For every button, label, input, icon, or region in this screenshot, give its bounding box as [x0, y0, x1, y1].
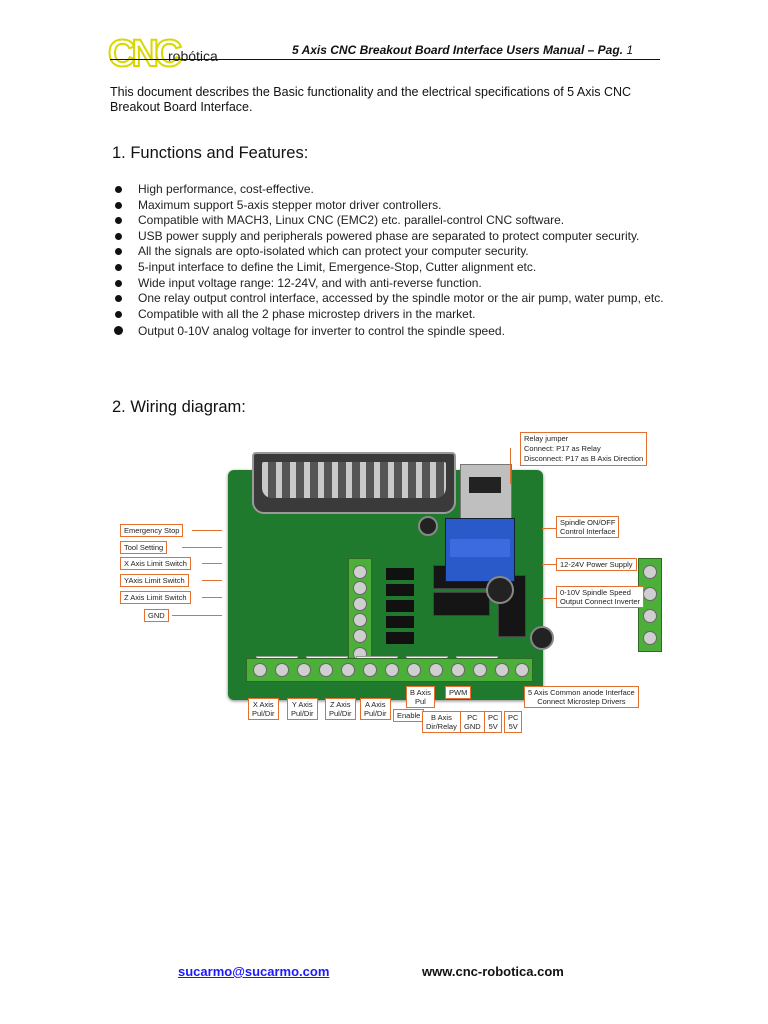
feature-item: Maximum support 5-axis stepper motor dri…	[112, 198, 672, 214]
usb-port	[460, 464, 512, 522]
label-line: 5V	[488, 722, 498, 731]
label-pc-gnd: PC GND	[460, 711, 485, 733]
logo-subtext: robótica	[168, 48, 218, 64]
label-line: Connect Microstep Drivers	[537, 697, 626, 706]
label-y-limit: YAxis Limit Switch	[120, 574, 189, 587]
label-enable: Enable	[393, 709, 425, 722]
capacitor	[486, 576, 514, 604]
label-y-axis: Y Axis Pul/Dir	[287, 698, 318, 720]
label-x-limit: X Axis Limit Switch	[120, 557, 191, 570]
page-number: 1	[626, 43, 634, 57]
capacitor	[530, 626, 554, 650]
feature-item: All the signals are opto-isolated which …	[112, 244, 672, 260]
intro-paragraph: This document describes the Basic functi…	[110, 85, 632, 114]
wiring-diagram: Relay jumper Connect: P17 as Relay Disco…	[110, 430, 662, 733]
label-gnd: GND	[144, 609, 169, 622]
label-line: Output Connect Inverter	[560, 597, 641, 606]
callout-relay-jumper: Relay jumper Connect: P17 as Relay Disco…	[520, 432, 648, 466]
section-heading-functions: 1. Functions and Features:	[112, 144, 309, 162]
label-line: Z Axis	[330, 700, 351, 709]
footer-website: www.cnc-robotica.com	[422, 964, 564, 979]
label-line: X Axis	[252, 700, 274, 709]
label-spindle-speed: 0-10V Spindle Speed Output Connect Inver…	[556, 586, 645, 608]
feature-item: High performance, cost-effective.	[112, 182, 672, 198]
label-line: Dir/Relay	[426, 722, 457, 731]
feature-item: One relay output control interface, acce…	[112, 291, 672, 307]
bottom-terminal-block	[246, 658, 533, 682]
header-divider	[110, 59, 660, 60]
label-line: PC	[488, 713, 499, 722]
ic-chip	[433, 592, 490, 616]
company-logo: CNC robótica	[107, 33, 238, 75]
callout-line: Relay jumper	[524, 434, 569, 443]
label-line: B Axis	[431, 713, 452, 722]
label-line: Pul/Dir	[252, 709, 275, 718]
label-line: 0-10V Spindle Speed	[560, 588, 631, 597]
header-title-text: 5 Axis CNC Breakout Board Interface User…	[292, 43, 623, 57]
callout-line: Connect: P17 as Relay	[524, 444, 601, 453]
features-list: High performance, cost-effective. Maximu…	[112, 182, 672, 340]
feature-item: 5-input interface to define the Limit, E…	[112, 260, 672, 276]
label-line: Pul	[415, 697, 426, 706]
label-pwm: PWM	[445, 686, 472, 699]
label-emergency-stop: Emergency Stop	[120, 524, 184, 537]
label-common-anode: 5 Axis Common anode Interface Connect Mi…	[524, 686, 639, 708]
label-line: Control Interface	[560, 527, 616, 536]
footer-email-link[interactable]: sucarmo@sucarmo.com	[178, 964, 330, 979]
label-power-supply: 12-24V Power Supply	[556, 558, 637, 571]
section-heading-wiring: 2. Wiring diagram:	[112, 398, 246, 416]
label-pc-5v: PC 5V	[484, 711, 503, 733]
label-line: A Axis	[365, 700, 386, 709]
label-line: Spindle ON/OFF	[560, 518, 616, 527]
header-title: 5 Axis CNC Breakout Board Interface User…	[292, 43, 633, 57]
callout-line: Disconnect: P17 as B Axis Direction	[524, 454, 644, 463]
logo-mark: CNC	[107, 33, 183, 75]
label-line: Pul/Dir	[329, 709, 352, 718]
label-b-axis-pul: B Axis Pul	[406, 686, 435, 708]
label-line: B Axis	[410, 688, 431, 697]
label-line: 5 Axis Common anode Interface	[528, 688, 635, 697]
feature-item: Compatible with all the 2 phase microste…	[112, 307, 672, 323]
label-line: Pul/Dir	[291, 709, 314, 718]
left-terminal-block	[348, 558, 372, 668]
label-z-axis: Z Axis Pul/Dir	[325, 698, 356, 720]
db25-connector	[252, 452, 456, 514]
label-a-axis: A Axis Pul/Dir	[360, 698, 391, 720]
label-pc-5v: PC 5V	[504, 711, 523, 733]
feature-item: Output 0-10V analog voltage for inverter…	[112, 324, 672, 340]
feature-item: Wide input voltage range: 12-24V, and wi…	[112, 276, 672, 292]
label-line: Y Axis	[291, 700, 313, 709]
label-line: GND	[464, 722, 481, 731]
label-b-axis-dir: B Axis Dir/Relay	[422, 711, 461, 733]
label-z-limit: Z Axis Limit Switch	[120, 591, 191, 604]
relay	[445, 518, 515, 582]
feature-item: USB power supply and peripherals powered…	[112, 229, 672, 245]
label-line: PC	[508, 713, 519, 722]
label-line: 5V	[508, 722, 518, 731]
label-tool-setting: Tool Setting	[120, 541, 168, 554]
capacitor	[418, 516, 438, 536]
label-spindle-on-off: Spindle ON/OFF Control Interface	[556, 516, 620, 538]
label-x-axis: X Axis Pul/Dir	[248, 698, 279, 720]
label-line: PC	[467, 713, 478, 722]
label-line: Pul/Dir	[364, 709, 387, 718]
feature-item: Compatible with MACH3, Linux CNC (EMC2) …	[112, 213, 672, 229]
